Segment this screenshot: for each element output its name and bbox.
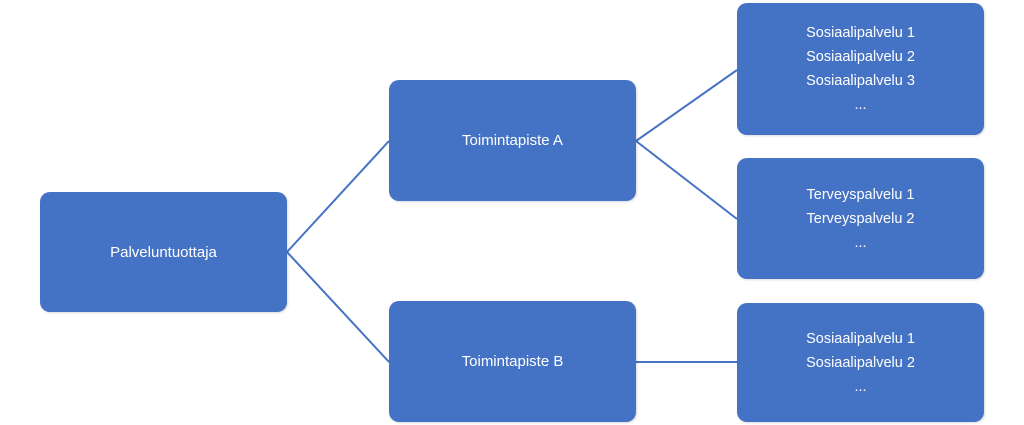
connector-a-health [635,140,738,220]
service-item: Terveyspalvelu 1 [806,186,915,203]
node-label: Palveluntuottaja [110,243,217,261]
service-item: Sosiaalipalvelu 2 [806,354,915,371]
node-label: Toimintapiste B [461,353,564,370]
node-b-sosiaalipalvelut: Sosiaalipalvelu 1 Sosiaalipalvelu 2 ... [737,303,984,422]
service-item: ... [854,234,867,251]
node-palveluntuottaja: Palveluntuottaja [40,192,287,312]
node-toimintapiste-a: Toimintapiste A [389,80,636,201]
node-a-sosiaalipalvelut: Sosiaalipalvelu 1 Sosiaalipalvelu 2 Sosi… [737,3,984,135]
service-item: Terveyspalvelu 2 [806,210,915,227]
node-a-terveyspalvelut: Terveyspalvelu 1 Terveyspalvelu 2 ... [737,158,984,279]
connector-root-a [286,140,390,253]
service-item: ... [854,97,867,113]
service-item: Sosiaalipalvelu 1 [806,330,915,347]
node-toimintapiste-b: Toimintapiste B [389,301,636,422]
connector-a-social [635,69,738,142]
connector-root-b [286,251,390,363]
service-item: Sosiaalipalvelu 2 [806,49,915,65]
service-item: ... [854,378,867,395]
service-item: Sosiaalipalvelu 1 [806,25,915,41]
node-label: Toimintapiste A [462,132,563,149]
service-item: Sosiaalipalvelu 3 [806,73,915,89]
